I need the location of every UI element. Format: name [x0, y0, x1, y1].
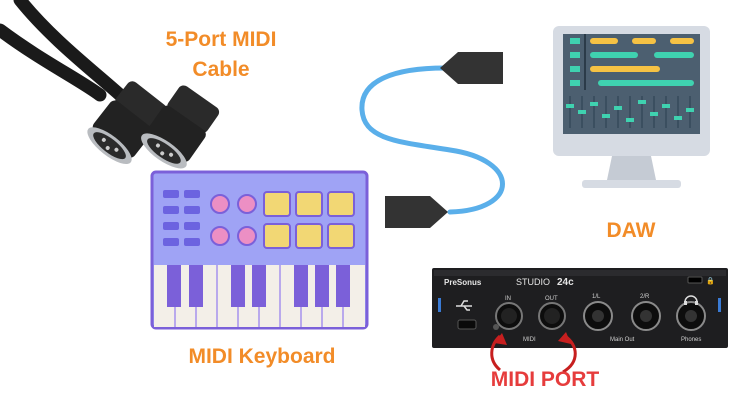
daw-mixer-faders [569, 96, 691, 128]
midi-label: MIDI [523, 337, 536, 343]
keyboard-keys [154, 265, 365, 327]
midi-connector-right [141, 85, 220, 169]
keyboard-knobs [210, 194, 257, 246]
interface-model-number: 24c [557, 277, 574, 288]
cable-plug-top [440, 52, 503, 84]
main-out-label: Main Out [610, 337, 635, 343]
out-2r-label: 2/R [640, 294, 650, 300]
keyboard-label: MIDI Keyboard [188, 345, 336, 368]
daw-computer-icon [553, 26, 710, 188]
daw-label: DAW [606, 219, 656, 242]
interface-model-prefix: STUDIO [516, 277, 550, 287]
midi-out-label: OUT [545, 296, 558, 302]
headphones-icon [684, 295, 698, 303]
cable-label-line2: Cable [192, 58, 250, 81]
keyboard-pads [263, 191, 355, 249]
monitor-stand [582, 180, 681, 188]
midi-connector-left [87, 81, 167, 165]
usb-icon [456, 300, 472, 311]
out-1l-label: 1/L [592, 294, 601, 300]
lock-slot [687, 276, 703, 284]
midi-keyboard-icon [150, 170, 369, 330]
cable-plug-bottom [385, 196, 448, 228]
cable-label: 5-Port MIDI Cable [146, 28, 296, 82]
connection-cable [359, 52, 505, 228]
midi-port-label: MIDI PORT [490, 368, 600, 391]
midi-in-label: IN [505, 296, 511, 302]
midi-cable-illustration [0, 0, 220, 169]
cable-label-line1: 5-Port MIDI [165, 28, 277, 51]
audio-interface: 🔒 PreSonus STUDIO 24c IN OUT MIDI 1/L 2/… [432, 268, 728, 348]
usb-port [457, 319, 477, 330]
interface-brand: PreSonus [444, 278, 482, 287]
svg-text:🔒: 🔒 [706, 277, 715, 285]
phones-label: Phones [681, 337, 701, 343]
